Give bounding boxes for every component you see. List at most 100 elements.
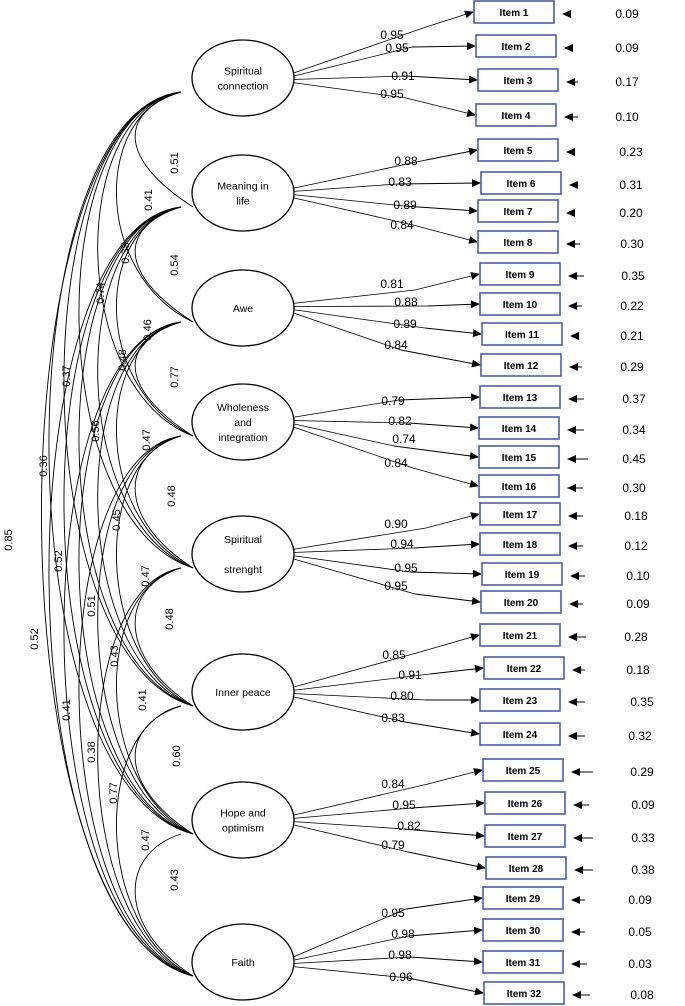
- error-value: 0.33: [631, 831, 655, 845]
- item-label: Item 9: [506, 270, 535, 281]
- correlation-arc: [134, 435, 194, 569]
- loading-path: [291, 821, 405, 830]
- error-value: 0.31: [619, 178, 643, 192]
- item-label: Item 26: [508, 799, 543, 810]
- item-label: Item 24: [503, 730, 538, 741]
- error-value: 0.22: [620, 299, 644, 313]
- loading-path: [291, 75, 407, 80]
- loading-path: [291, 558, 416, 595]
- loading-path: [291, 46, 413, 77]
- item-label: Item 15: [502, 453, 537, 464]
- item-box: [479, 292, 561, 316]
- item-box: [478, 445, 560, 469]
- item-box: [475, 34, 557, 58]
- correlation-arc: [97, 206, 194, 569]
- loading-path: [291, 426, 414, 469]
- error-value: 0.09: [626, 597, 650, 611]
- item-box: [483, 981, 565, 1005]
- loading-arrow: [398, 393, 480, 402]
- error-value: 0.32: [628, 729, 652, 743]
- correlation-arc: [97, 435, 194, 835]
- loading-value: 0.79: [381, 394, 405, 408]
- factor-label: Awe: [233, 303, 253, 315]
- latent-factor-ellipse: [191, 781, 295, 859]
- loading-value: 0.82: [388, 414, 412, 428]
- correlation-value: 0.45: [111, 509, 123, 530]
- factor-label: Spiritual: [224, 66, 262, 78]
- correlation-arc: [116, 206, 194, 437]
- loading-arrow: [412, 467, 479, 488]
- item-box: [479, 722, 561, 746]
- item-box: [473, 0, 555, 24]
- loading-arrow: [407, 977, 484, 996]
- loading-path: [291, 289, 416, 304]
- item-label: Item 32: [507, 989, 542, 1000]
- correlation-value: 0.52: [29, 628, 41, 649]
- correlation-value: 0.43: [109, 645, 121, 666]
- loading-arrow: [419, 633, 480, 653]
- item-box: [477, 230, 559, 254]
- loading-path: [291, 399, 400, 418]
- correlation-arc: [78, 206, 194, 707]
- loading-arrow: [405, 75, 478, 84]
- item-label: Item 14: [502, 424, 537, 435]
- loading-value: 0.91: [398, 668, 422, 682]
- item-label: Item 11: [505, 330, 539, 341]
- loading-arrow: [427, 768, 483, 785]
- loading-path: [291, 420, 410, 424]
- item-box: [479, 623, 561, 647]
- error-value: 0.10: [626, 569, 650, 583]
- loading-value: 0.83: [381, 711, 405, 725]
- error-value: 0.21: [620, 329, 644, 343]
- item-box: [479, 502, 561, 526]
- item-box: [482, 918, 564, 942]
- correlation-value: 0.41: [143, 189, 155, 210]
- correlation-value: 0.41: [137, 689, 149, 710]
- error-value: 0.35: [621, 269, 645, 283]
- factor-label: Inner peace: [215, 687, 271, 699]
- latent-factor-ellipse: [191, 653, 295, 731]
- loading-value: 0.95: [381, 906, 405, 920]
- loading-arrow: [411, 42, 476, 51]
- error-value: 0.28: [624, 630, 648, 644]
- loading-value: 0.95: [380, 87, 404, 101]
- item-label: Item 19: [505, 570, 540, 581]
- item-label: Item 23: [503, 696, 538, 707]
- loading-path: [291, 527, 427, 550]
- item-box: [479, 385, 561, 409]
- loading-path: [291, 26, 427, 74]
- item-box: [477, 199, 559, 223]
- correlation-value: 0.36: [38, 455, 50, 476]
- error-value: 0.17: [615, 75, 639, 89]
- loading-value: 0.95: [385, 41, 409, 55]
- loading-path: [291, 82, 407, 99]
- loading-value: 0.81: [380, 277, 404, 291]
- loading-value: 0.88: [394, 295, 418, 309]
- loading-arrow: [425, 10, 474, 28]
- loading-value: 0.90: [384, 517, 408, 531]
- latent-factor-ellipse: [191, 154, 295, 232]
- loading-path: [291, 696, 406, 723]
- loading-arrow: [393, 445, 479, 460]
- loading-value: 0.80: [390, 689, 414, 703]
- loading-value: 0.83: [388, 175, 412, 189]
- correlation-arc: [48, 91, 194, 835]
- correlation-arc: [134, 91, 194, 208]
- correlation-value: 0.48: [117, 349, 129, 370]
- loading-arrow: [429, 664, 484, 675]
- loading-path: [291, 547, 415, 553]
- loading-path: [291, 807, 413, 819]
- item-label: Item 3: [504, 76, 533, 87]
- item-label: Item 18: [503, 540, 538, 551]
- factor-label: and: [234, 417, 252, 429]
- correlation-arc: [116, 91, 194, 323]
- correlation-arc: [78, 435, 194, 977]
- loading-value: 0.84: [384, 456, 408, 470]
- loading-value: 0.79: [381, 838, 405, 852]
- loading-value: 0.82: [397, 819, 421, 833]
- item-label: Item 29: [506, 894, 541, 905]
- item-label: Item 31: [506, 958, 541, 969]
- loading-value: 0.84: [381, 777, 405, 791]
- factor-correlations: 0.510.540.770.480.480.600.430.410.460.47…: [3, 91, 194, 977]
